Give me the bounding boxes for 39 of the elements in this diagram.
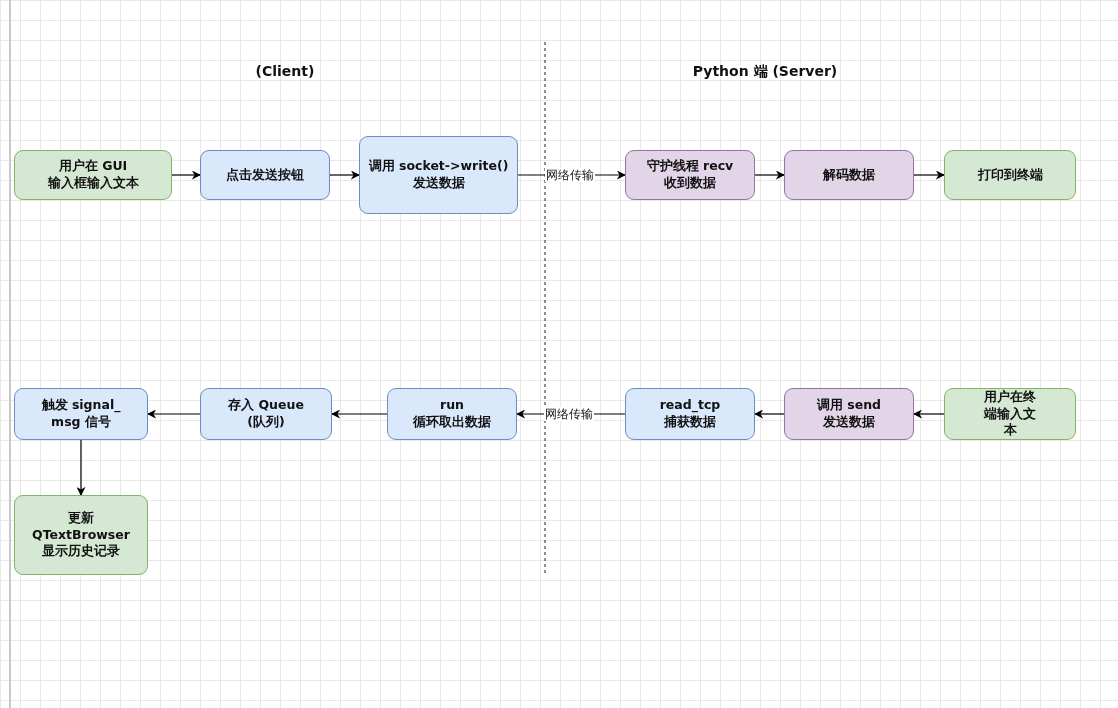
process-box bbox=[14, 388, 148, 440]
node-text: 用户在 GUI 输入框输入文本 bbox=[46, 157, 140, 192]
node-text: 触发 signal_ msg 信号 bbox=[40, 396, 122, 431]
process-box bbox=[784, 150, 914, 200]
arrow bbox=[76, 439, 86, 496]
arrow bbox=[171, 170, 201, 180]
process-box bbox=[784, 388, 914, 440]
node-text: 调用 send 发送数据 bbox=[815, 396, 883, 431]
arrow bbox=[913, 409, 945, 419]
process-box bbox=[200, 388, 332, 440]
node-text: 存入 Queue (队列) bbox=[227, 396, 305, 431]
column-heading: Python 端 (Server) bbox=[691, 62, 839, 81]
node-text: 调用 socket->write() 发送数据 bbox=[367, 157, 510, 192]
process-box bbox=[387, 388, 517, 440]
node-text: 守护线程 recv 收到数据 bbox=[645, 157, 735, 192]
arrow bbox=[147, 409, 201, 419]
node-text: 点击发送按钮 bbox=[225, 165, 305, 184]
process-box bbox=[359, 136, 518, 214]
arrow bbox=[754, 409, 785, 419]
process-box bbox=[625, 388, 755, 440]
process-box bbox=[14, 495, 148, 575]
edge-label: 网络传输 bbox=[544, 407, 594, 421]
arrow bbox=[754, 170, 785, 180]
node-text: 打印到终端 bbox=[976, 165, 1044, 184]
edge-label: 网络传输 bbox=[544, 168, 595, 182]
process-box bbox=[944, 388, 1076, 440]
arrow bbox=[913, 170, 945, 180]
process-box bbox=[14, 150, 172, 200]
arrow bbox=[329, 170, 360, 180]
process-box bbox=[200, 150, 330, 200]
node-text: 用户在终端输入文本 bbox=[983, 387, 1037, 440]
node-text: 解码数据 bbox=[822, 165, 876, 184]
node-text: run 循环取出数据 bbox=[412, 396, 492, 431]
process-box bbox=[625, 150, 755, 200]
column-heading: (Client) bbox=[254, 62, 316, 81]
process-box bbox=[944, 150, 1076, 200]
node-text: 更新 QTextBrowser 显示历史记录 bbox=[31, 508, 131, 561]
node-text: read_tcp 捕获数据 bbox=[658, 396, 722, 431]
arrow bbox=[331, 409, 388, 419]
